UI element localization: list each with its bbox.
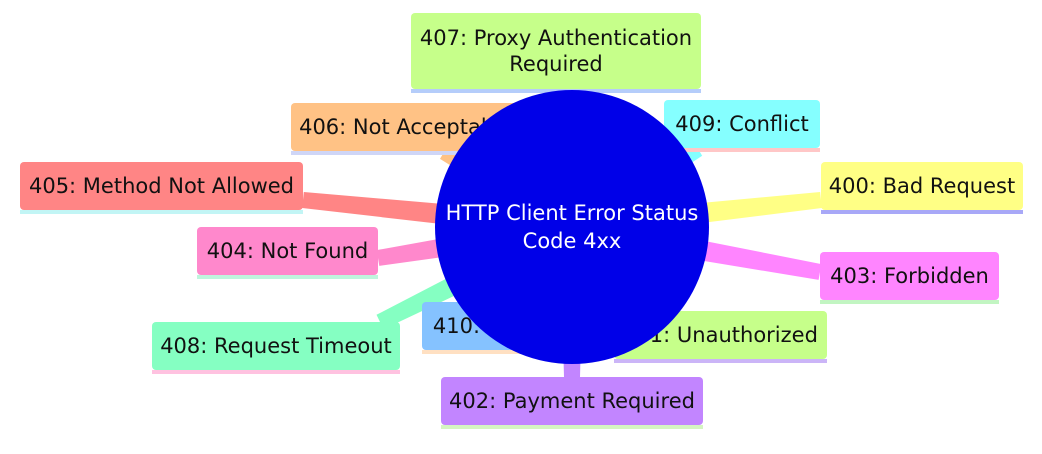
node-402[interactable]: 402: Payment Required — [441, 377, 703, 429]
node-box-405 — [20, 162, 303, 210]
node-box-406 — [291, 103, 521, 151]
node-409[interactable]: 409: Conflict — [664, 100, 820, 152]
node-underline-404 — [197, 275, 378, 279]
node-label-402: 402: Payment Required — [449, 389, 695, 413]
node-400[interactable]: 400: Bad Request — [821, 162, 1023, 214]
node-underline-410 — [422, 350, 553, 354]
node-label-404: 404: Not Found — [207, 239, 368, 263]
node-405[interactable]: 405: Method Not Allowed — [20, 162, 303, 214]
node-label-407: 407: Proxy Authentication — [420, 26, 692, 50]
node-label-408: 408: Request Timeout — [160, 334, 392, 358]
root-node-label: Code 4xx — [523, 229, 622, 253]
root-node-circle[interactable] — [435, 90, 709, 364]
node-underline-403 — [820, 300, 999, 304]
node-box-408 — [152, 322, 400, 370]
node-403[interactable]: 403: Forbidden — [820, 252, 999, 304]
node-underline-405 — [20, 210, 303, 214]
node-label-403: 403: Forbidden — [830, 264, 989, 288]
node-box-400 — [821, 162, 1023, 210]
node-box-403 — [820, 252, 999, 300]
node-408[interactable]: 408: Request Timeout — [152, 322, 400, 374]
node-underline-400 — [821, 210, 1023, 214]
root-node-label: HTTP Client Error Status — [446, 201, 699, 225]
node-label-400: 400: Bad Request — [829, 174, 1015, 198]
node-box-409 — [664, 100, 820, 148]
node-label-407: Required — [509, 52, 602, 76]
node-underline-401 — [614, 359, 827, 363]
node-underline-409 — [664, 148, 820, 152]
node-label-405: 405: Method Not Allowed — [29, 174, 294, 198]
node-box-404 — [197, 227, 378, 275]
node-underline-406 — [291, 151, 521, 155]
node-underline-408 — [152, 370, 400, 374]
node-underline-402 — [441, 425, 703, 429]
node-label-409: 409: Conflict — [675, 112, 809, 136]
node-404[interactable]: 404: Not Found — [197, 227, 378, 279]
node-box-407 — [411, 13, 701, 89]
node-box-402 — [441, 377, 703, 425]
